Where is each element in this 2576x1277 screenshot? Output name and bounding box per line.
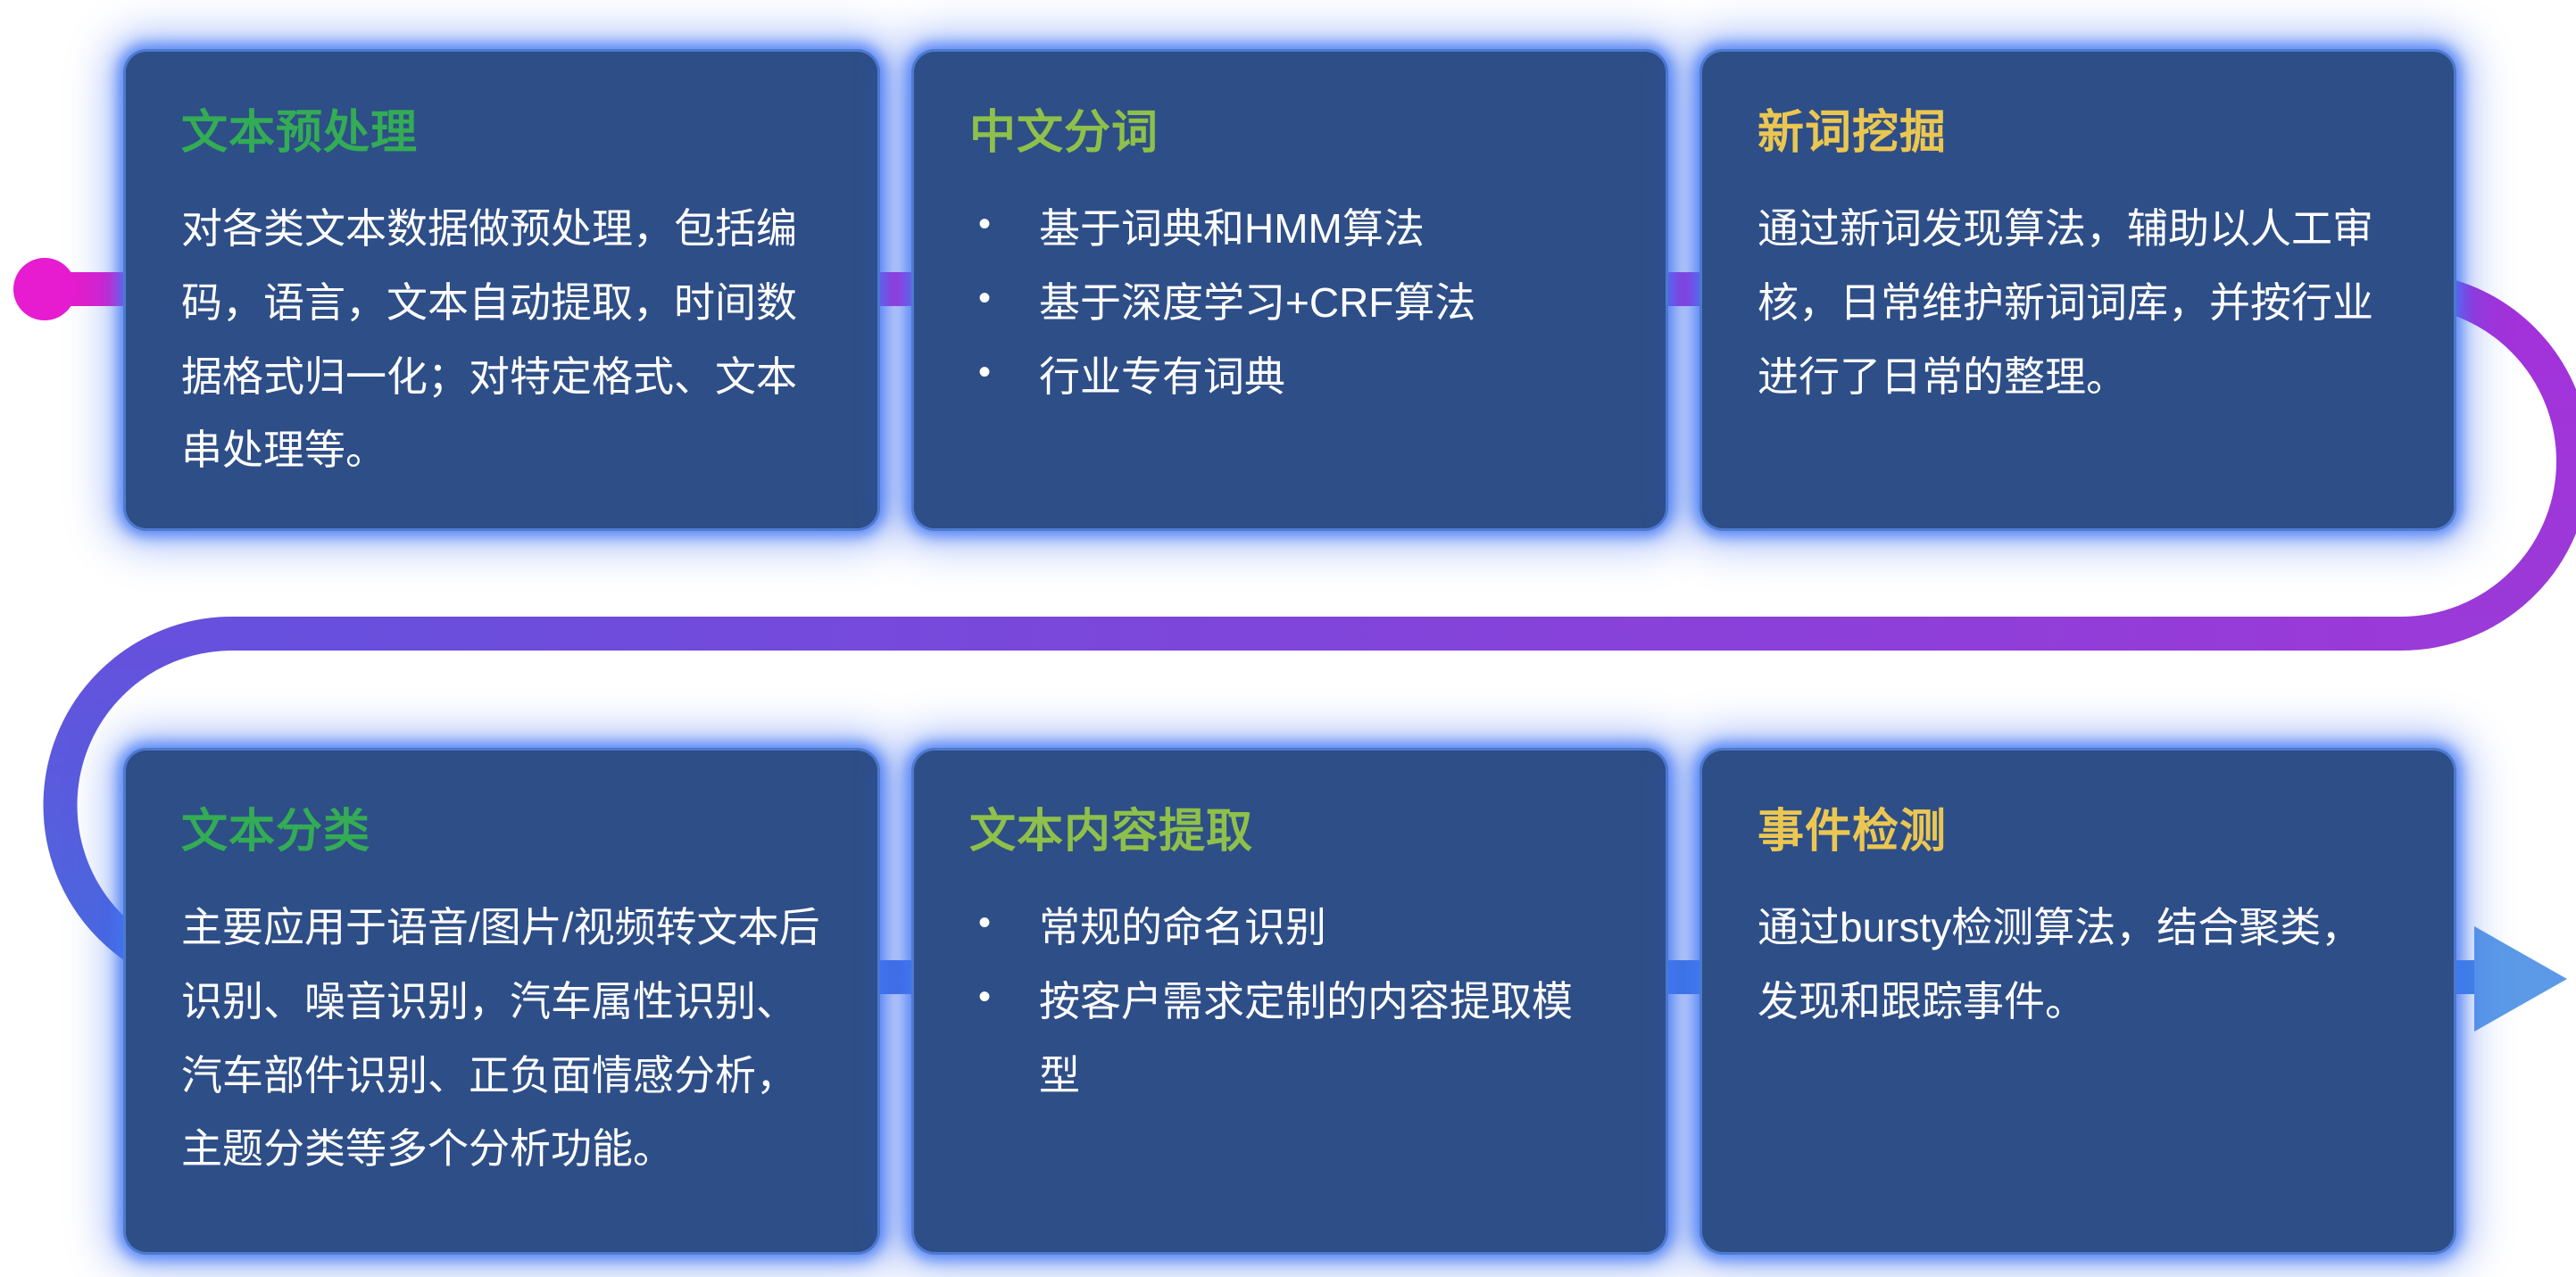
card-event-detection: 事件检测 通过bursty检测算法，结合聚类，发现和跟踪事件。: [1699, 748, 2456, 1255]
card-title: 中文分词: [969, 107, 1159, 159]
card-text-preprocessing: 文本预处理 对各类文本数据做预处理，包括编码，语言，文本自动提取，时间数据格式归…: [123, 49, 880, 531]
card-body: 通过新词发现算法，辅助以人工审核，日常维护新词词库，并按行业进行了日常的整理。: [1757, 205, 2373, 400]
bullet-list: • 常规的命名识别 • 按客户需求定制的内容提取模型: [969, 891, 1610, 1112]
list-item: • 基于深度学习+CRF算法: [969, 266, 1610, 340]
bullet-icon: •: [978, 352, 992, 392]
bullet-text: 按客户需求定制的内容提取模型: [1039, 977, 1573, 1099]
card-chinese-word-segmentation: 中文分词 • 基于词典和HMM算法 • 基于深度学习+CRF算法 • 行业专有词…: [911, 49, 1668, 531]
pipeline-start-dot-icon: [13, 258, 76, 320]
card-title: 文本分类: [181, 806, 371, 858]
list-item: • 行业专有词典: [969, 340, 1610, 414]
card-title: 事件检测: [1757, 806, 1948, 858]
bullet-text: 基于词典和HMM算法: [1039, 205, 1425, 252]
bullet-icon: •: [978, 278, 992, 318]
card-body: 通过bursty检测算法，结合聚类，发现和跟踪事件。: [1757, 904, 2363, 1024]
bullet-text: 行业专有词典: [1039, 352, 1285, 400]
bullet-text: 常规的命名识别: [1039, 904, 1326, 950]
list-item: • 按客户需求定制的内容提取模型: [969, 965, 1610, 1113]
bullet-list: • 基于词典和HMM算法 • 基于深度学习+CRF算法 • 行业专有词典: [969, 192, 1610, 413]
pipeline-arrow-icon: [2474, 926, 2567, 1032]
list-item: • 常规的命名识别: [969, 891, 1610, 965]
card-title: 文本内容提取: [969, 806, 1254, 858]
pipeline-right-turn: [2400, 272, 2576, 651]
bullet-icon: •: [978, 976, 992, 1016]
card-body: 主要应用于语音/图片/视频转文本后识别、噪音识别，汽车属性识别、汽车部件识别、正…: [181, 904, 820, 1173]
card-new-word-mining: 新词挖掘 通过新词发现算法，辅助以人工审核，日常维护新词词库，并按行业进行了日常…: [1699, 49, 2456, 531]
card-title: 文本预处理: [181, 107, 419, 159]
bullet-text: 基于深度学习+CRF算法: [1039, 278, 1476, 326]
card-text-content-extraction: 文本内容提取 • 常规的命名识别 • 按客户需求定制的内容提取模型: [911, 748, 1668, 1255]
bullet-icon: •: [978, 903, 992, 942]
card-text-classification: 文本分类 主要应用于语音/图片/视频转文本后识别、噪音识别，汽车属性识别、汽车部…: [123, 748, 880, 1255]
list-item: • 基于词典和HMM算法: [969, 192, 1610, 266]
card-title: 新词挖掘: [1757, 107, 1948, 159]
card-body: 对各类文本数据做预处理，包括编码，语言，文本自动提取，时间数据格式归一化；对特定…: [181, 205, 797, 474]
bullet-icon: •: [978, 204, 992, 244]
